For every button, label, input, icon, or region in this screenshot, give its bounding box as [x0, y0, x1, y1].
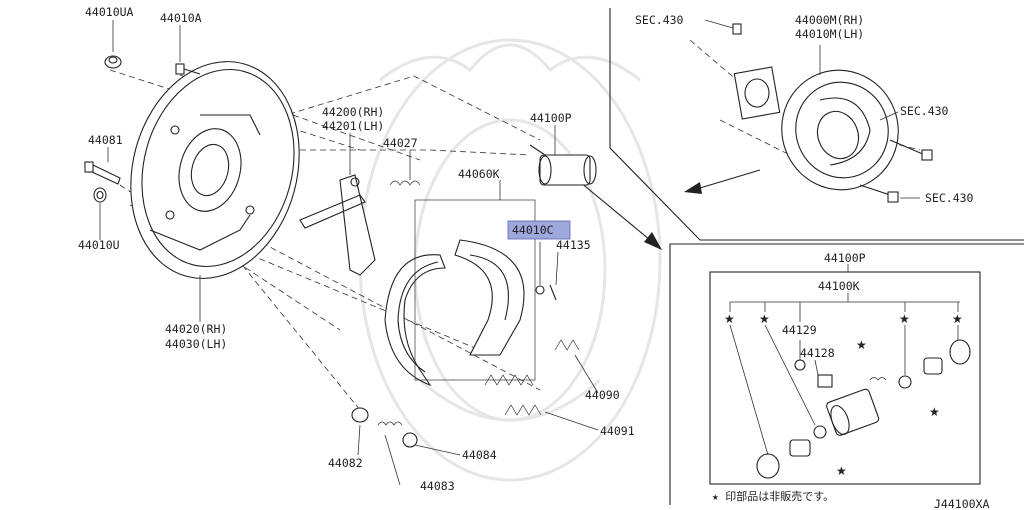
small-clip-parts: [535, 284, 557, 301]
wheel-cylinder-box: [709, 271, 981, 485]
nut-44010U: [93, 187, 107, 203]
label-44201: 44201(LH): [322, 119, 384, 133]
shoe-set-bracket: [414, 199, 536, 381]
adjuster-lever-assembly: [299, 174, 421, 276]
highlight-44010C: [507, 220, 571, 240]
label-44010A: 44010A: [160, 11, 202, 25]
svg-text:★: ★: [856, 338, 867, 352]
label-44128: 44128: [800, 346, 835, 360]
label-44020: 44020(RH): [165, 322, 227, 336]
leader-lines: [99, 19, 960, 486]
svg-text:★: ★: [724, 312, 735, 326]
inset-bottom-frame: [669, 243, 1024, 505]
brake-drum-assembly: [732, 23, 899, 191]
label-44129: 44129: [782, 323, 817, 337]
grommet-44010UA: [104, 55, 122, 69]
svg-text:★: ★: [759, 312, 770, 326]
label-44100K: 44100K: [818, 279, 860, 293]
arrow-to-inset: [579, 169, 761, 250]
label-44027: 44027: [383, 136, 418, 150]
label-44091: 44091: [600, 424, 635, 438]
label-44030: 44030(LH): [165, 337, 227, 351]
diagram-id: J44100XA: [934, 497, 989, 510]
inset-cylinder-parts: [756, 339, 971, 479]
label-44010UA: 44010UA: [85, 5, 134, 19]
label-44010U: 44010U: [78, 238, 120, 252]
label-sec430-bottom: SEC.430: [925, 191, 974, 205]
note-not-sold: ★ 印部品は非販売です。: [712, 489, 834, 503]
label-44100P-inset: 44100P: [824, 251, 866, 265]
label-44135: 44135: [556, 238, 591, 252]
brake-shoe-rear: [384, 254, 446, 387]
label-sec430-top: SEC.430: [635, 13, 684, 27]
label-44090: 44090: [585, 388, 620, 402]
inset-top-frame: [609, 8, 1024, 241]
label-44010C: 44010C: [512, 223, 554, 237]
label-44060K: 44060K: [458, 167, 500, 181]
star-markers: ★ ★ ★ ★ ★ ★ ★: [724, 312, 963, 478]
label-44200: 44200(RH): [322, 105, 384, 119]
label-44082: 44082: [328, 456, 363, 470]
backing-plate: [130, 61, 300, 279]
wheel-cylinder-main: [529, 144, 597, 186]
bolt-44081: [84, 161, 121, 185]
svg-text:★: ★: [899, 312, 910, 326]
label-44000M: 44000M(RH): [795, 13, 864, 27]
hold-down-parts: [351, 407, 418, 448]
label-44081: 44081: [88, 133, 123, 147]
bolt-44010A: [175, 63, 201, 75]
svg-text:★: ★: [929, 405, 940, 419]
svg-text:★: ★: [952, 312, 963, 326]
label-sec430-right: SEC.430: [900, 104, 949, 118]
label-44084: 44084: [462, 448, 497, 462]
label-44100P: 44100P: [530, 111, 572, 125]
bolts-sec430: [859, 139, 933, 203]
label-44010M: 44010M(LH): [795, 27, 864, 41]
part-labels: 44010UA 44010A 44081 44010U 44020(RH) 44…: [78, 5, 989, 510]
brake-shoe-front: [454, 239, 525, 356]
svg-text:★: ★: [836, 464, 847, 478]
return-springs: [484, 339, 580, 416]
label-44083: 44083: [420, 479, 455, 493]
